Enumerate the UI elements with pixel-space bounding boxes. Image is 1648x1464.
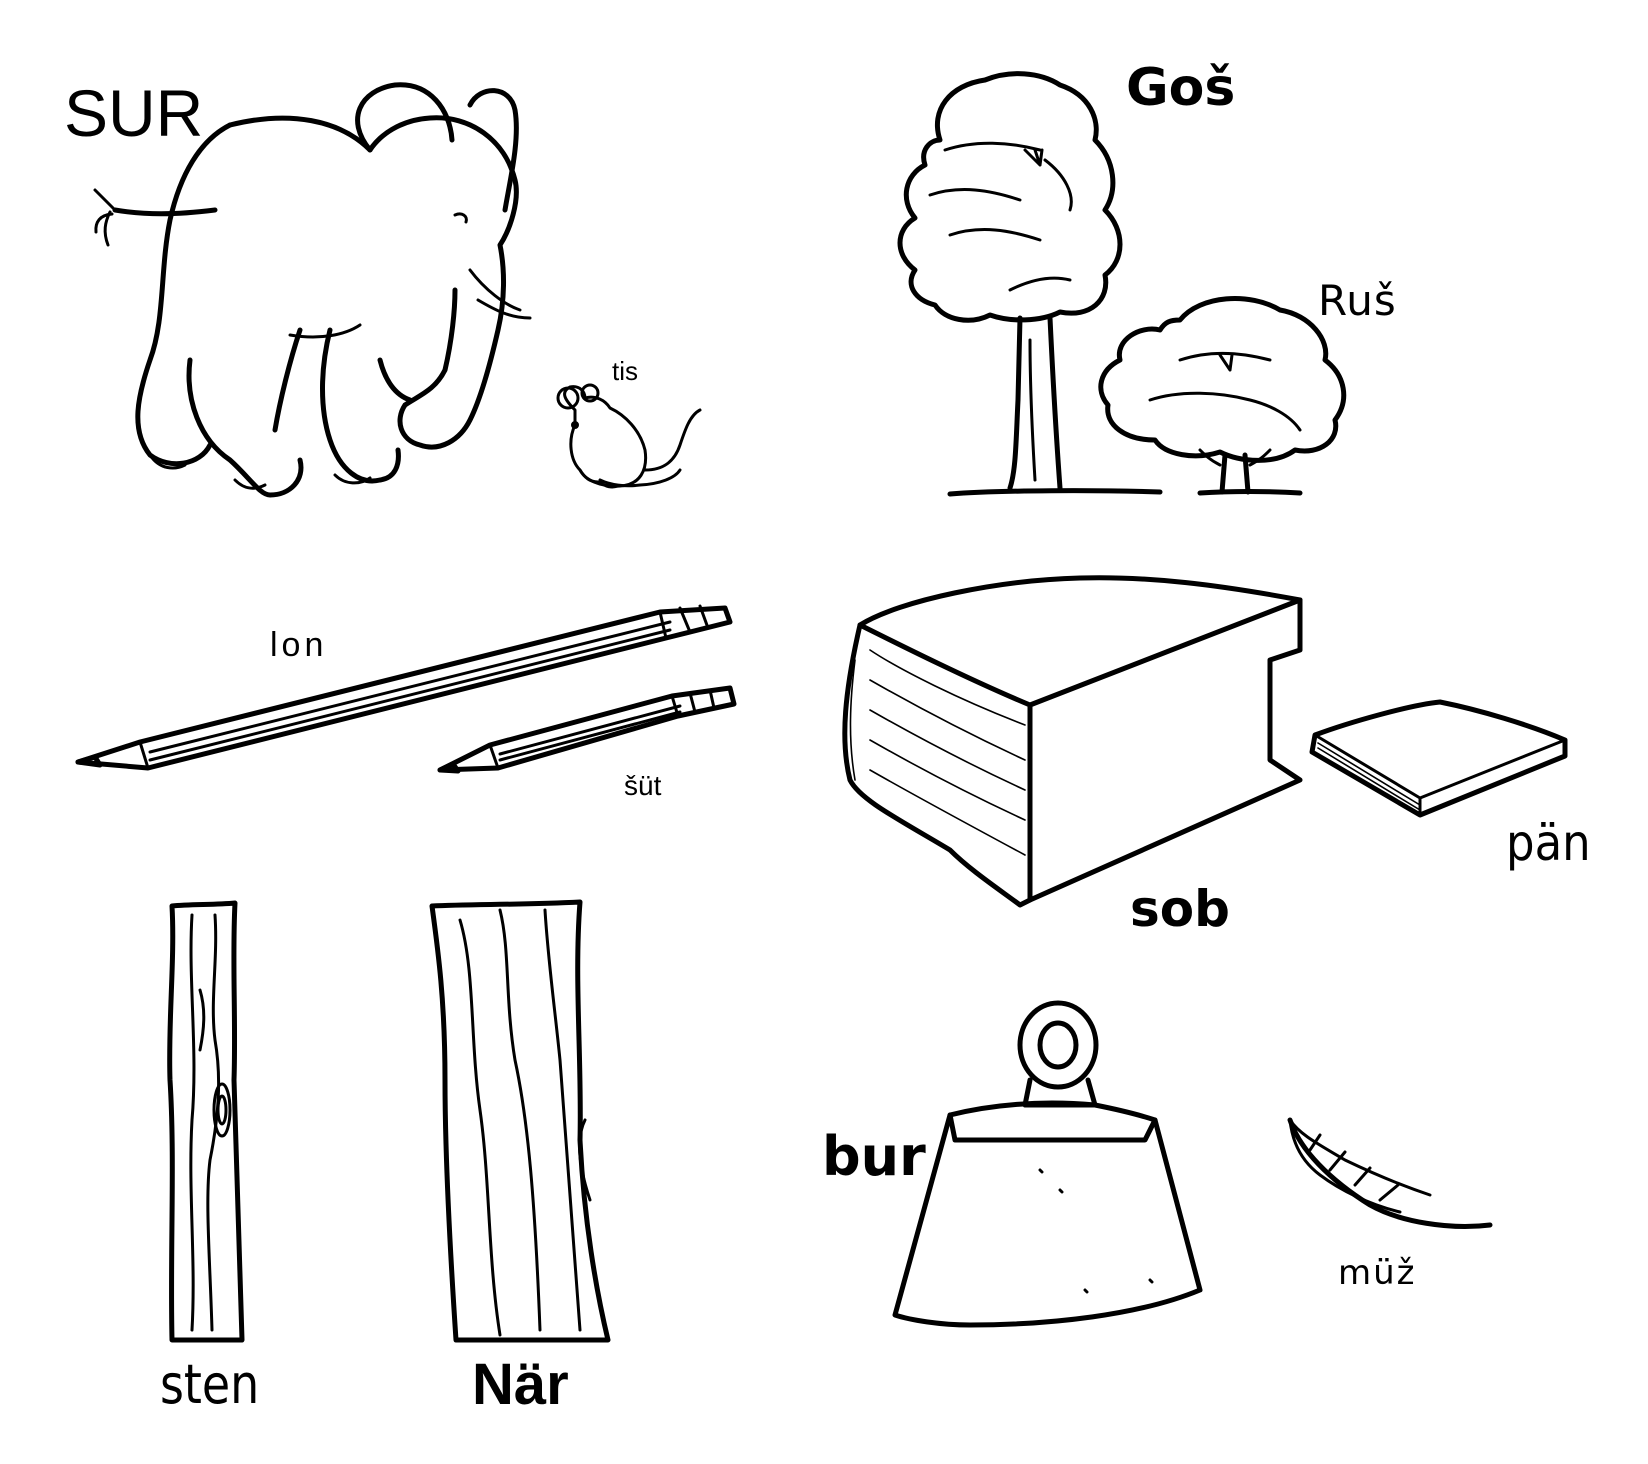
mouse-label: tis <box>612 356 638 386</box>
thin-board-label: sten <box>160 1353 260 1416</box>
weight-label: bur <box>822 1125 926 1188</box>
thin-board-illustration <box>167 900 245 1343</box>
elephant-illustration <box>93 82 532 498</box>
short-tree-label: Ruš <box>1318 276 1397 325</box>
weight-illustration <box>892 1000 1203 1328</box>
short-pencil-label: šüt <box>624 770 662 801</box>
long-pencil-label: lon <box>270 626 328 664</box>
short-tree-illustration <box>1098 296 1347 496</box>
thin-book-label: pän <box>1506 814 1591 872</box>
tall-tree-illustration <box>897 71 1163 497</box>
feather-label: müž <box>1338 1253 1417 1293</box>
short-pencil-illustration <box>437 685 737 774</box>
thin-book-illustration <box>1309 699 1568 818</box>
elephant-label: SUR <box>64 76 204 150</box>
wide-board-label: När <box>472 1352 569 1417</box>
long-pencil-illustration <box>75 604 733 771</box>
thick-book-label: sob <box>1130 880 1230 938</box>
tall-tree-label: Goš <box>1126 58 1236 118</box>
mouse-illustration <box>556 383 702 489</box>
feather-illustration <box>1287 1117 1493 1229</box>
wide-board-illustration <box>429 899 611 1343</box>
thick-book-illustration <box>842 575 1303 908</box>
